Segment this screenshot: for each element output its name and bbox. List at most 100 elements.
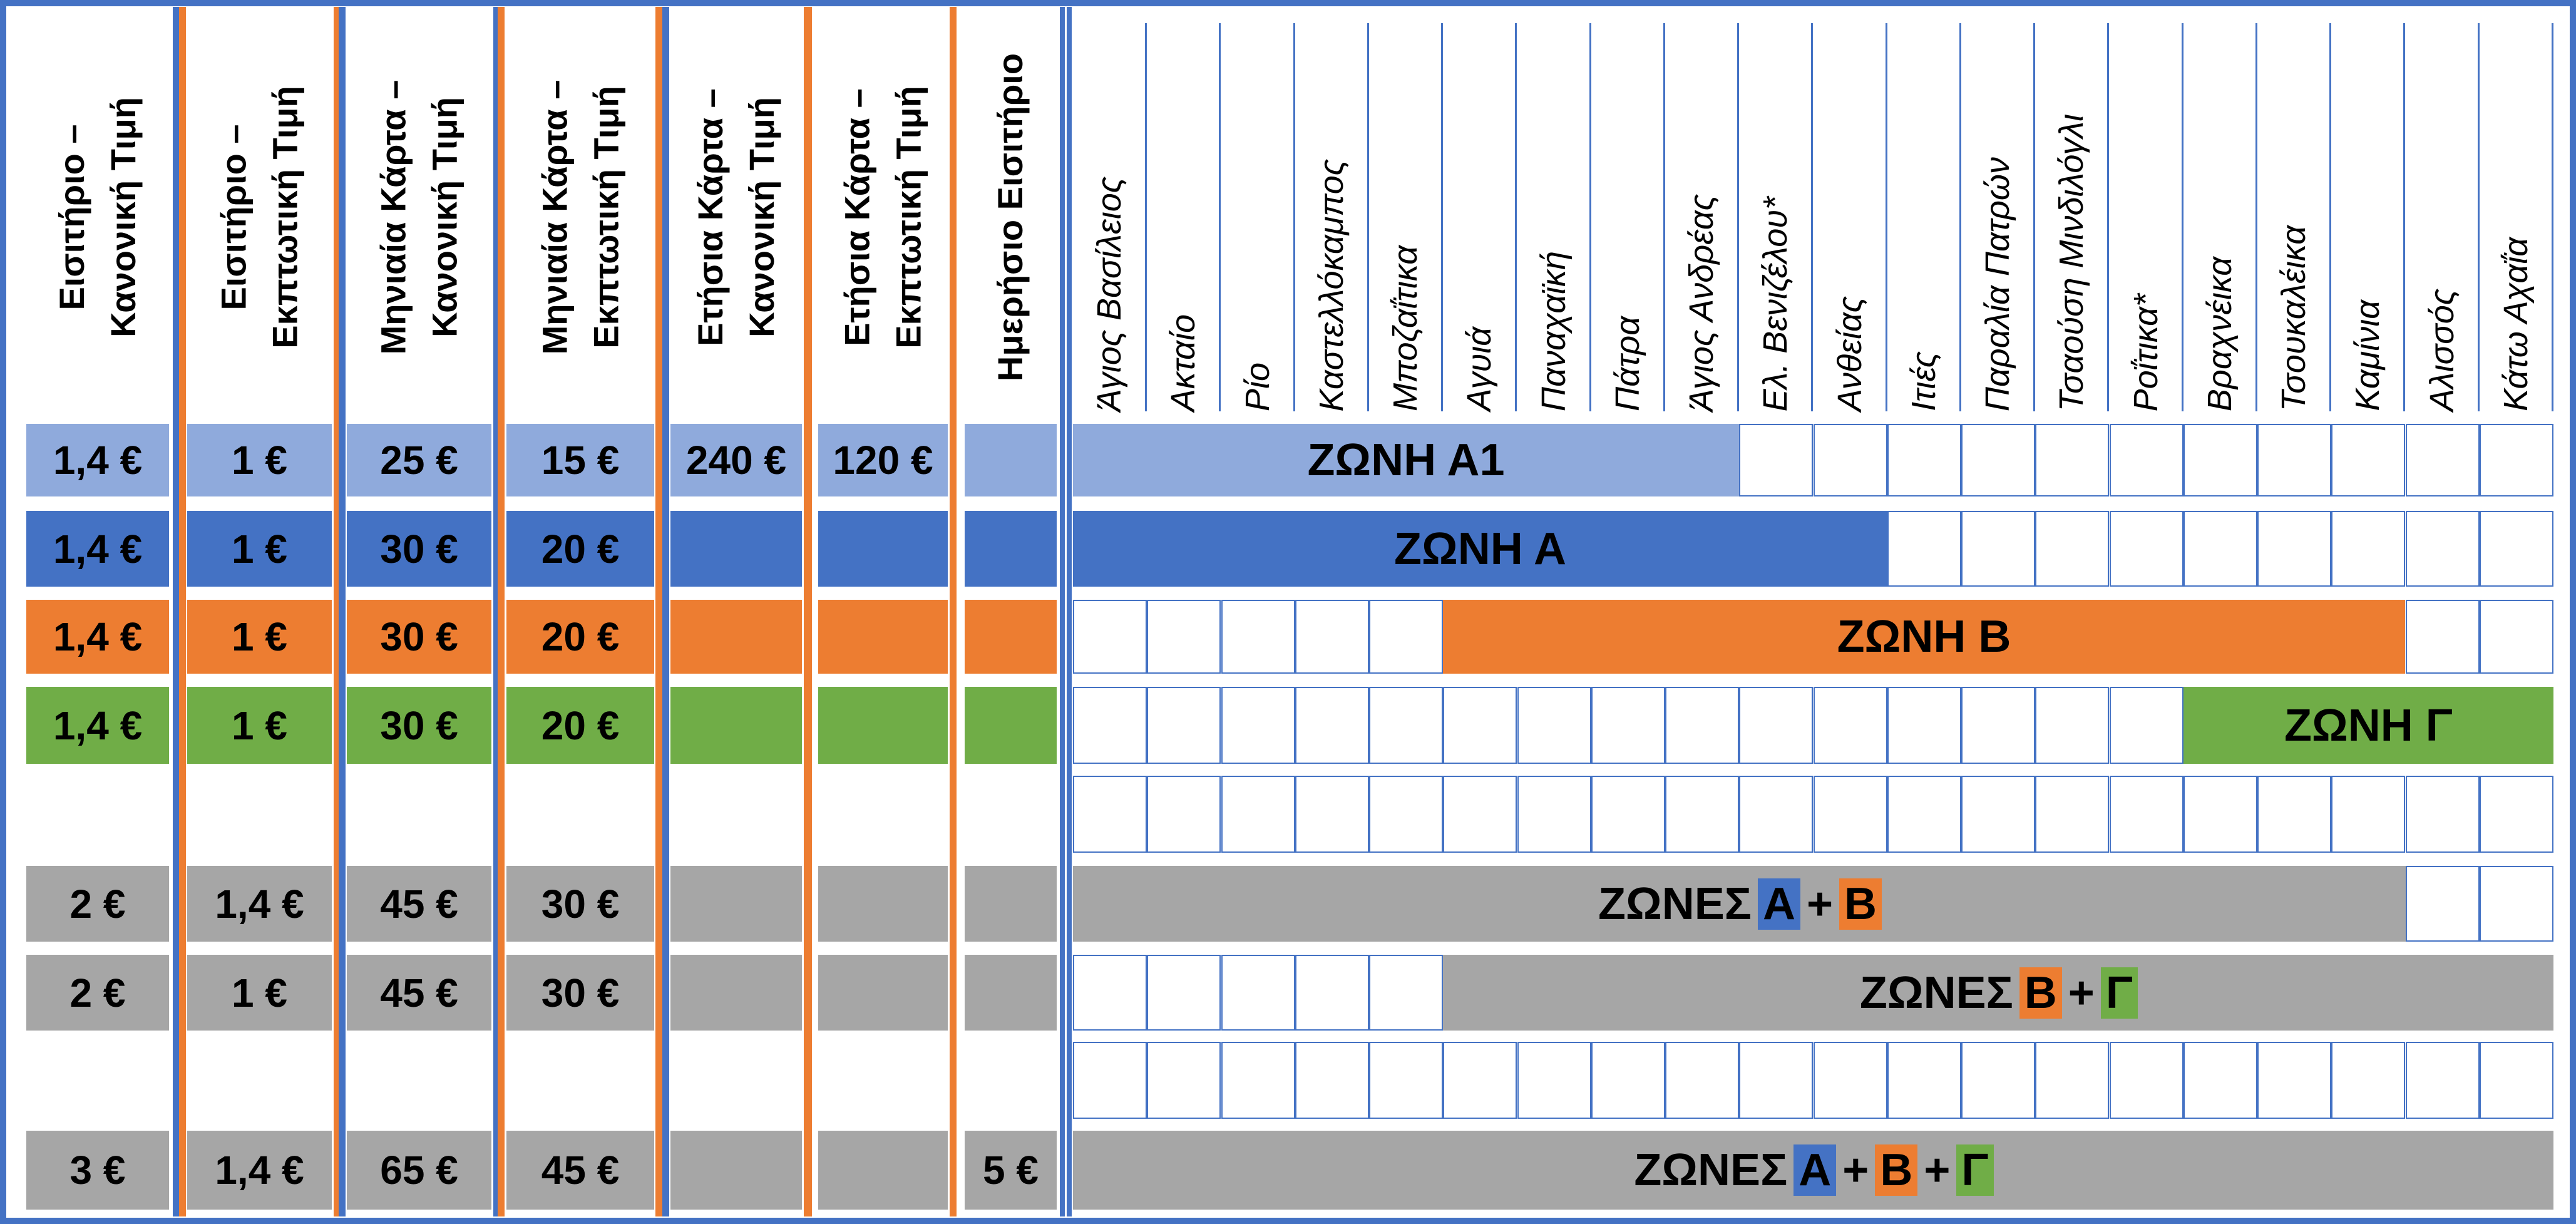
zone-label-text: ΖΩΝΕΣ bbox=[1859, 967, 2013, 1018]
price-cell: 65 € bbox=[347, 1131, 491, 1210]
zone-grid-cell bbox=[2406, 776, 2480, 853]
price-cell bbox=[818, 866, 948, 942]
price-cell bbox=[670, 1131, 802, 1210]
zone-grid-cell bbox=[1369, 955, 1443, 1031]
zone-grid-cell bbox=[1443, 1042, 1517, 1119]
zone-grid-cell bbox=[2183, 776, 2257, 853]
price-cell: 5 € bbox=[965, 1131, 1057, 1210]
stop-header: Τσουκαλέικα bbox=[2257, 23, 2331, 411]
column-separator bbox=[179, 7, 186, 1216]
stop-name: Τσουκαλέικα bbox=[2274, 225, 2312, 411]
zone-grid-cell bbox=[1739, 424, 1813, 496]
stop-name: Ελ. Βενιζέλου* bbox=[1756, 196, 1794, 411]
fare-header-7: Ημερήσιο Εισιτήριο bbox=[965, 23, 1057, 411]
stop-header: Ιτιές bbox=[1887, 23, 1961, 411]
stop-header: Καστελλόκαμπος bbox=[1295, 23, 1369, 411]
zone-grid-cell bbox=[1591, 687, 1665, 764]
stop-name: Άγιος Βασίλειος bbox=[1090, 176, 1128, 411]
stop-header: Ακταίο bbox=[1147, 23, 1221, 411]
zone-chip: Α bbox=[1757, 878, 1800, 930]
zone-grid-cell bbox=[1147, 955, 1221, 1031]
zone-chip: Α bbox=[1793, 1144, 1837, 1196]
zone-grid-cell bbox=[1591, 776, 1665, 853]
stop-header: Αλισσός bbox=[2406, 23, 2480, 411]
price-cell: 45 € bbox=[506, 1131, 654, 1210]
zone-grid-cell bbox=[1443, 776, 1517, 853]
price-cell bbox=[818, 511, 948, 587]
price-cell bbox=[965, 955, 1057, 1031]
fare-header-3: Μηνιαία Κάρτα – Κανονική Τιμή bbox=[347, 23, 491, 411]
stop-name: Καμίνια bbox=[2348, 300, 2386, 411]
price-cell: 1 € bbox=[187, 687, 332, 764]
price-cell: 1 € bbox=[187, 600, 332, 674]
price-cell bbox=[965, 600, 1057, 674]
zone-grid-cell bbox=[2480, 600, 2553, 674]
zone-grid-cell bbox=[2331, 776, 2405, 853]
zone-grid-cell bbox=[1887, 424, 1961, 496]
zone-band: ΖΩΝΗ Α1 bbox=[1073, 424, 1739, 496]
zone-grid-cell bbox=[1073, 1042, 1147, 1119]
zone-grid-cell bbox=[1739, 776, 1813, 853]
column-separator bbox=[334, 7, 341, 1216]
zone-grid-cell bbox=[1295, 955, 1369, 1031]
column-separator bbox=[173, 7, 181, 1216]
zone-grid-cell bbox=[2183, 1042, 2257, 1119]
zone-grid-cell bbox=[1887, 1042, 1961, 1119]
zone-grid-cell bbox=[1295, 600, 1369, 674]
stop-header: Πάτρα bbox=[1591, 23, 1665, 411]
price-cell bbox=[818, 1042, 948, 1119]
price-cell bbox=[818, 955, 948, 1031]
price-cell: 240 € bbox=[670, 424, 802, 496]
column-separator bbox=[339, 7, 346, 1216]
zone-label-text: ΖΩΝΕΣ bbox=[1598, 878, 1752, 929]
zone-grid-cell bbox=[1961, 776, 2035, 853]
zone-grid-cell bbox=[1814, 687, 1887, 764]
zone-grid-cell bbox=[2480, 1042, 2553, 1119]
zone-band: ΖΩΝΗ Β bbox=[1443, 600, 2405, 674]
zone-grid-cell bbox=[1739, 1042, 1813, 1119]
zone-grid-cell bbox=[1814, 776, 1887, 853]
zone-grid-cell bbox=[1073, 776, 1147, 853]
zone-grid-cell bbox=[2331, 511, 2405, 587]
zone-grid-cell bbox=[2035, 511, 2109, 587]
zone-grid-cell bbox=[2480, 776, 2553, 853]
stop-header: Ροΐτικα* bbox=[2110, 23, 2183, 411]
stop-header: Τσαούση Μινδιλόγλι bbox=[2035, 23, 2109, 411]
stop-name: Άγιος Ανδρέας bbox=[1682, 193, 1720, 411]
price-cell: 1,4 € bbox=[187, 1131, 332, 1210]
zone-label-text: + bbox=[1924, 1145, 1951, 1195]
stop-name: Αλισσός bbox=[2423, 288, 2461, 411]
price-cell: 30 € bbox=[347, 687, 491, 764]
zone-grid-cell bbox=[2406, 511, 2480, 587]
zone-label-text: + bbox=[2068, 967, 2095, 1018]
price-cell: 30 € bbox=[506, 866, 654, 942]
zone-grid-cell bbox=[1221, 776, 1295, 853]
zone-grid-cell bbox=[2035, 776, 2109, 853]
zone-chip: Β bbox=[1839, 878, 1882, 930]
zone-chip: Β bbox=[1875, 1144, 1918, 1196]
price-cell bbox=[670, 600, 802, 674]
price-cell: 1,4 € bbox=[187, 866, 332, 942]
price-cell bbox=[818, 600, 948, 674]
price-cell bbox=[965, 511, 1057, 587]
stop-header: Ανθείας bbox=[1814, 23, 1887, 411]
zone-grid-cell bbox=[1814, 1042, 1887, 1119]
zone-grid-cell bbox=[1295, 687, 1369, 764]
price-cell: 1,4 € bbox=[26, 687, 169, 764]
zone-grid-cell bbox=[1517, 1042, 1591, 1119]
zone-grid-cell bbox=[2406, 600, 2480, 674]
zone-chip: Γ bbox=[2100, 967, 2138, 1019]
fare-header-6: Ετήσια Κάρτα – Εκπτωτική Τιμή bbox=[818, 23, 948, 411]
zone-grid-cell bbox=[1221, 955, 1295, 1031]
price-cell: 45 € bbox=[347, 955, 491, 1031]
stop-name: Βραχνέικα bbox=[2200, 256, 2239, 411]
stop-header: Ρίο bbox=[1221, 23, 1295, 411]
price-cell bbox=[965, 866, 1057, 942]
stop-name: Αγυιά bbox=[1460, 327, 1498, 411]
zone-grid-cell bbox=[2257, 1042, 2331, 1119]
stop-name: Ανθείας bbox=[1830, 296, 1869, 411]
stop-name: Ρίο bbox=[1238, 362, 1276, 411]
fare-header-label: Ετήσια Κάρτα – Κανονική Τιμή bbox=[690, 88, 782, 346]
